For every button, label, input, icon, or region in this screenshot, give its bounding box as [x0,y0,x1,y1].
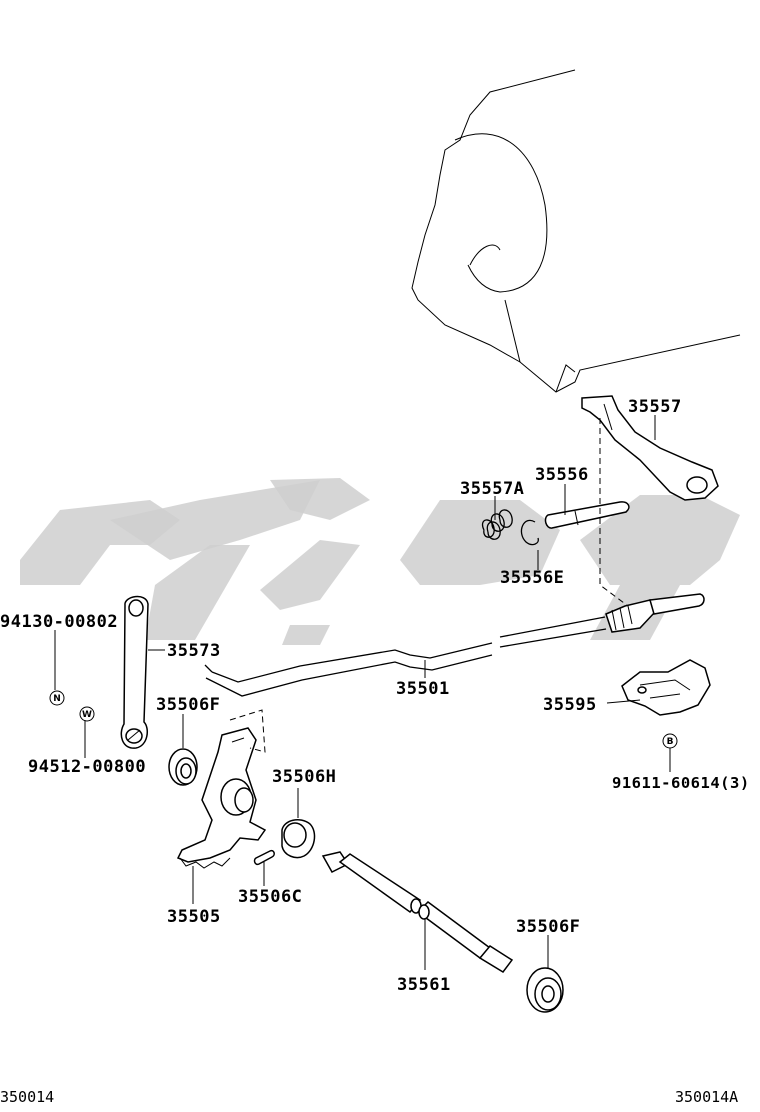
bracket-35557 [581,395,719,501]
marker-N: N [49,690,65,706]
label-35506F-bottom[interactable]: 35506F [516,917,580,937]
label-35506H[interactable]: 35506H [272,767,336,787]
cable-35501 [204,593,705,697]
clip-35556E [520,519,539,546]
label-35556[interactable]: 35556 [535,465,589,485]
label-35573[interactable]: 35573 [167,641,221,661]
label-35501[interactable]: 35501 [396,679,450,699]
label-94130-00802[interactable]: 94130-00802 [0,612,118,632]
transmission-case [411,69,741,393]
pin-35556 [544,501,630,529]
pin-35506C [253,849,275,866]
leader-lines [54,415,671,970]
bushing-35506F-top [168,748,198,786]
label-35505[interactable]: 35505 [167,907,221,927]
marker-W-letter: W [82,710,92,720]
label-35595[interactable]: 35595 [543,695,597,715]
label-35556E[interactable]: 35556E [500,568,564,588]
marker-B: B [662,733,678,749]
spring-35557A [481,509,513,540]
shaft-35561 [321,851,514,973]
label-35557[interactable]: 35557 [628,397,682,417]
label-35561[interactable]: 35561 [397,975,451,995]
footer-code-left: 350014 [0,1088,54,1106]
marker-N-letter: N [53,694,61,704]
marker-B-letter: B [667,737,674,747]
bushing-35506H [281,818,316,859]
alignment-dashes [599,418,629,607]
lever-35505 [176,709,267,869]
footer-code-right: 350014A [675,1088,738,1106]
bracket-35595 [621,659,711,716]
label-35557A[interactable]: 35557A [460,479,524,499]
link-35573 [120,595,149,749]
label-35506F-top[interactable]: 35506F [156,695,220,715]
label-35506C[interactable]: 35506C [238,887,302,907]
label-94512-00800[interactable]: 94512-00800 [28,757,146,777]
label-91611-60614[interactable]: 91611-60614(3) [612,774,750,792]
bushing-35506F-bottom [526,967,564,1013]
marker-W: W [79,706,95,722]
